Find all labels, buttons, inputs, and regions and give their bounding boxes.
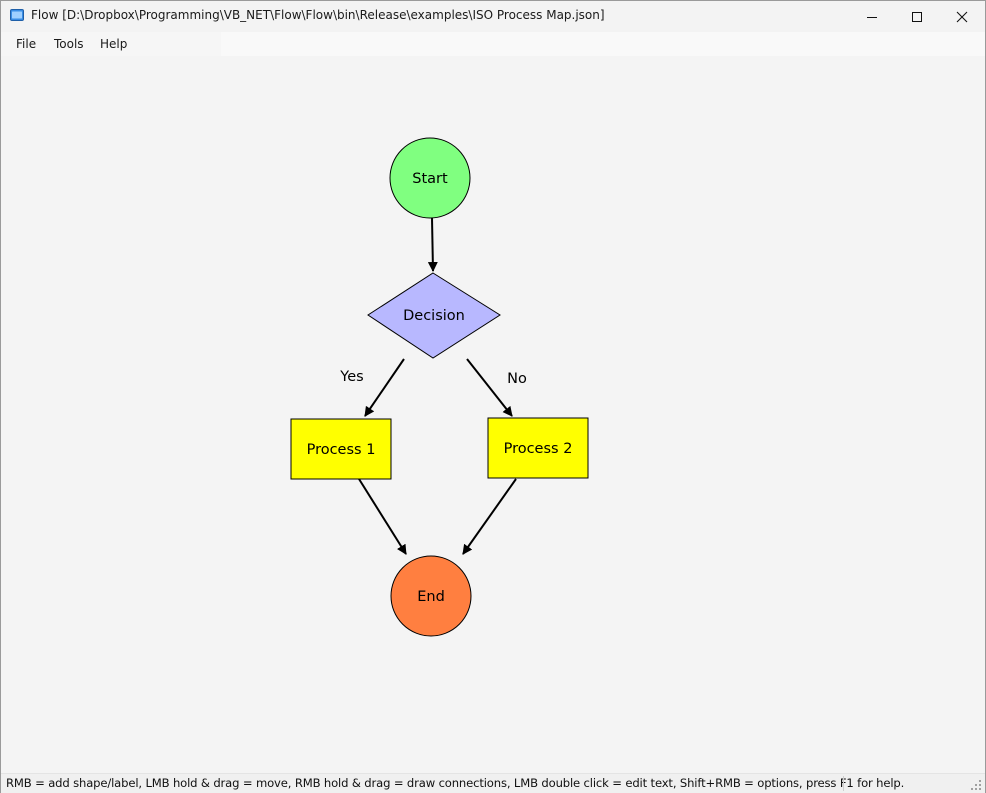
connector-decision-process2[interactable] <box>466 358 513 417</box>
menu-file[interactable]: File <box>16 37 37 51</box>
diagram-canvas[interactable]: Start Decision Yes No Process 1 Process … <box>1 56 985 773</box>
status-text: RMB = add shape/label, LMB hold & drag =… <box>6 776 905 790</box>
minimize-button[interactable] <box>849 1 895 32</box>
node-process-1[interactable]: Process 1 <box>290 418 392 480</box>
node-decision[interactable]: Decision <box>367 272 501 359</box>
node-process-2-label: Process 2 <box>504 441 573 457</box>
menu-bar: File Tools Help <box>1 32 985 56</box>
maximize-button[interactable] <box>894 1 940 32</box>
status-separator <box>843 776 844 791</box>
edge-label-no[interactable]: No <box>507 371 527 387</box>
title-bar[interactable]: Flow [D:\Dropbox\Programming\VB_NET\Flow… <box>1 1 985 32</box>
menu-bar-strip <box>1 32 221 56</box>
node-process-2[interactable]: Process 2 <box>487 417 589 479</box>
node-end-label: End <box>417 589 445 605</box>
node-process-2-shape <box>487 417 589 479</box>
connector-process2-end[interactable] <box>462 478 517 555</box>
flow-diagram[interactable]: Start Decision Yes No Process 1 Process … <box>1 56 985 773</box>
menu-help[interactable]: Help <box>100 37 128 51</box>
node-start-shape <box>389 137 471 219</box>
resize-grip-icon[interactable] <box>970 779 982 791</box>
connector-start-decision[interactable] <box>427 217 438 272</box>
status-bar: RMB = add shape/label, LMB hold & drag =… <box>1 773 985 793</box>
connector-process1-end[interactable] <box>358 478 407 555</box>
menu-tools[interactable]: Tools <box>54 37 84 51</box>
node-end-shape <box>390 555 472 637</box>
connector-decision-process1[interactable] <box>364 358 405 417</box>
close-icon <box>956 11 968 22</box>
close-button[interactable] <box>939 1 985 32</box>
node-start-label: Start <box>412 171 448 187</box>
window-title: Flow [D:\Dropbox\Programming\VB_NET\Flow… <box>31 8 605 22</box>
node-process-1-label: Process 1 <box>307 442 376 458</box>
maximize-icon <box>912 11 922 22</box>
window-app-icon <box>10 9 24 21</box>
node-decision-label: Decision <box>403 308 465 324</box>
edge-label-yes[interactable]: Yes <box>339 369 363 385</box>
minimize-icon <box>867 16 877 18</box>
node-start[interactable]: Start <box>389 137 471 219</box>
node-process-1-shape <box>290 418 392 480</box>
node-decision-shape <box>367 272 501 359</box>
node-end[interactable]: End <box>390 555 472 637</box>
